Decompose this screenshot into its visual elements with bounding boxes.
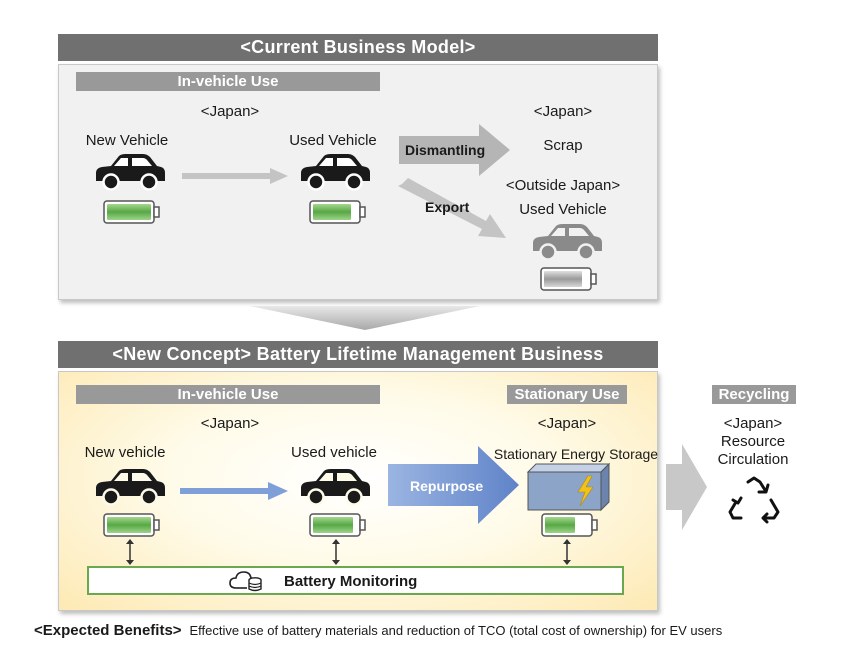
transition-chevron <box>250 306 480 330</box>
recycle-icon <box>728 476 780 524</box>
expected-benefits-label: <Expected Benefits> <box>34 622 182 639</box>
transition-arrow-top <box>182 168 288 184</box>
recycling-arrow <box>666 444 707 530</box>
storage-box-icon <box>526 462 611 512</box>
repurpose-arrow <box>388 446 519 524</box>
lightning-icon <box>577 475 594 507</box>
new-concept-title: <New Concept> Battery Lifetime Managemen… <box>112 344 604 364</box>
car-icon <box>301 154 370 191</box>
current-model-title: <Current Business Model> <box>240 37 476 57</box>
used-vehicle-label-bottom: Used vehicle <box>291 444 377 461</box>
repurpose-label: Repurpose <box>410 478 484 494</box>
expected-benefits-text: Effective use of battery materials and r… <box>189 623 723 638</box>
stationary-use-text: Stationary Use <box>514 386 620 403</box>
car-icon <box>96 154 165 191</box>
stationary-storage-label: Stationary Energy Storage <box>493 446 659 462</box>
in-vehicle-use-text: In-vehicle Use <box>177 386 279 403</box>
dismantling-arrow <box>399 124 510 176</box>
stationary-use-label: Stationary Use <box>507 385 627 404</box>
recycling-text: Recycling <box>718 386 790 403</box>
recycling-label: Recycling <box>712 385 796 404</box>
export-label: Export <box>425 199 470 215</box>
battery-icon <box>541 513 598 537</box>
circulation-label: Circulation <box>717 451 789 468</box>
outside-japan-label: <Outside Japan> <box>505 177 621 194</box>
battery-icon <box>103 200 160 224</box>
new-vehicle-label-bottom: New vehicle <box>84 444 166 461</box>
car-icon <box>301 469 370 506</box>
battery-icon <box>309 513 366 537</box>
used-vehicle-label-top: Used Vehicle <box>289 132 377 149</box>
in-vehicle-use-label-top: In-vehicle Use <box>76 72 380 91</box>
battery-monitoring-label: Battery Monitoring <box>284 573 418 590</box>
in-vehicle-use-label-bottom: In-vehicle Use <box>76 385 380 404</box>
current-model-header: <Current Business Model> <box>58 34 658 61</box>
export-arrow <box>398 178 506 238</box>
japan-label-recycling: <Japan> <box>723 415 783 432</box>
japan-label-top-right: <Japan> <box>533 103 593 120</box>
scrap-label: Scrap <box>543 137 583 154</box>
dismantling-label: Dismantling <box>405 142 486 158</box>
battery-monitoring-bar <box>87 566 624 595</box>
japan-label-bottom-right: <Japan> <box>537 415 597 432</box>
cloud-database-icon <box>229 571 262 592</box>
transition-arrow-bottom <box>180 482 288 500</box>
export-used-vehicle-label: Used Vehicle <box>519 201 607 218</box>
expected-benefits-line: <Expected Benefits> Effective use of bat… <box>34 622 722 639</box>
japan-label-top-left: <Japan> <box>200 103 260 120</box>
monitor-link-arrow <box>332 539 340 565</box>
car-icon <box>533 224 602 261</box>
monitor-link-arrow <box>126 539 134 565</box>
battery-icon <box>540 267 597 291</box>
japan-label-bottom-left: <Japan> <box>200 415 260 432</box>
new-concept-header: <New Concept> Battery Lifetime Managemen… <box>58 341 658 368</box>
car-icon <box>96 469 165 506</box>
resource-label: Resource <box>720 433 786 450</box>
monitor-link-arrow <box>563 539 571 565</box>
new-vehicle-label-top: New Vehicle <box>85 132 169 149</box>
battery-icon <box>309 200 366 224</box>
in-vehicle-use-text: In-vehicle Use <box>177 73 279 90</box>
battery-icon <box>103 513 160 537</box>
